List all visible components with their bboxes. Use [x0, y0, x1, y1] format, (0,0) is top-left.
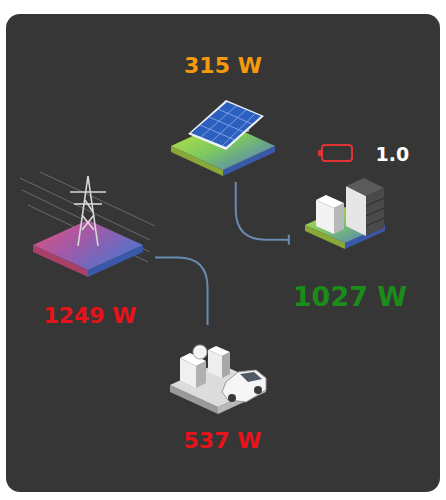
flow-line [236, 182, 289, 245]
grid-node: 1249 W [25, 165, 155, 330]
battery-symbol [318, 145, 352, 161]
power-value: 537 W [184, 428, 262, 453]
battery-illustration [305, 178, 385, 249]
flow-path [155, 257, 208, 325]
power-value: 1249 W [43, 303, 136, 328]
home-illustration [170, 345, 266, 414]
flow-line [155, 257, 208, 325]
flow-path [236, 182, 289, 240]
line-end-tick [288, 235, 290, 245]
solar-illustration [171, 100, 275, 176]
power-value: 315 W [184, 53, 262, 78]
power-value: 1027 W [293, 281, 407, 312]
battery-node: 1.0 1027 W [289, 140, 411, 315]
home-node: 537 W [165, 325, 280, 455]
state-of-charge: 1.0 [375, 143, 409, 165]
solar-node: 315 W [165, 45, 281, 182]
grid-illustration [20, 172, 155, 277]
card-ground [6, 14, 440, 492]
